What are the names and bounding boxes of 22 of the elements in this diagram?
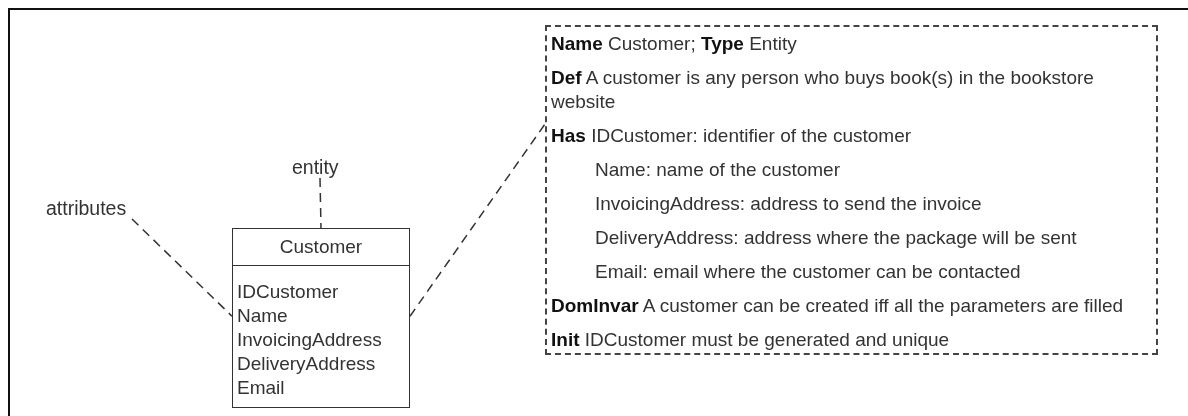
attribute-name: InvoicingAddress [237,328,382,352]
description-line: DomInvar A customer can be created iff all the parameters are filled [551,294,1124,318]
description-line: Email: email where the customer can be contacted [594,260,1021,284]
attribute-name: IDCustomer [237,280,339,304]
leader-line [409,123,546,317]
description-box [545,25,1158,355]
attribute-name: Email [237,376,285,400]
description-line: DeliveryAddress: address where the package will be sent [594,226,1077,250]
annotation-label: entity [292,156,339,178]
entity-class-box [232,228,410,408]
description-line: Name: name of the customer [594,158,840,182]
annotation-label: attributes [46,197,127,219]
description-line: Name Customer; Type Entity [551,32,797,56]
attribute-name: Name [237,304,288,328]
leader-line [319,177,322,229]
leader-line [131,218,233,317]
description-line: Has IDCustomer: identifier of the customer [551,124,912,148]
description-line: Def A customer is any person who buys book(s) in the bookstore website [551,66,1095,114]
attribute-name: DeliveryAddress [237,352,376,376]
description-line: InvoicingAddress: address to send the invoice [594,192,982,216]
class-name: Customer [233,229,409,266]
description-line: Init IDCustomer must be generated and unique [551,328,950,352]
